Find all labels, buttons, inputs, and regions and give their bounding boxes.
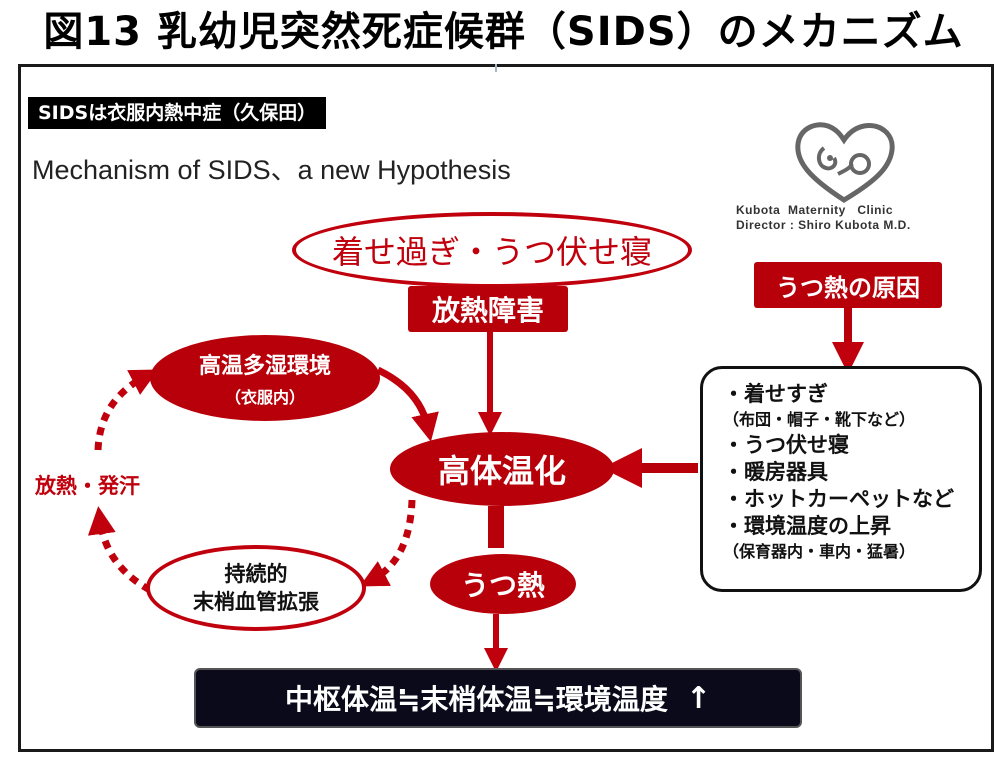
page-title: 図13 乳幼児突然死症候群（SIDS）のメカニズム	[43, 9, 964, 55]
diagram-frame	[18, 64, 994, 752]
clinic-credit: Kubota Maternity Clinic Director : Shiro…	[736, 203, 986, 233]
causes-box: ・着せすぎ （布団・帽子・靴下など） ・うつ伏せ寝 ・暖房器具 ・ホットカーペッ…	[700, 366, 982, 592]
cause-note: （保育器内・車内・猛暑）	[723, 542, 916, 561]
node-hot-humid-env: 高温多湿環境 （衣服内）	[150, 335, 380, 421]
node-vaso-line2: 末梢血管拡張	[193, 590, 319, 614]
diagram-subtitle: Mechanism of SIDS、a new Hypothesis	[32, 155, 511, 185]
arrow-env-to-high	[376, 366, 439, 442]
result-bar: 中枢体温≒末梢体温≒環境温度 ↑	[194, 668, 802, 728]
node-block-label: 放熱障害	[431, 294, 544, 327]
cause-item: ・暖房器具	[723, 460, 828, 484]
frame-tick	[495, 64, 497, 72]
header-tag: SIDSは衣服内熱中症（久保田）	[28, 97, 327, 129]
node-env-label: 高温多湿環境	[198, 354, 331, 379]
cause-note: （布団・帽子・靴下など）	[723, 410, 916, 429]
node-env-sublabel: （衣服内）	[224, 388, 305, 407]
side-label-heat-release: 放熱・発汗	[35, 474, 140, 498]
node-heat-retention: うつ熱	[430, 554, 576, 614]
node-cause-label: うつ熱の原因	[776, 273, 920, 302]
node-hyper-label: うつ熱	[460, 569, 545, 602]
node-high-label: 高体温化	[437, 452, 566, 490]
clinic-name: Kubota Maternity Clinic	[736, 203, 894, 217]
result-text: 中枢体温≒末梢体温≒環境温度	[284, 683, 668, 716]
clinic-director: Director : Shiro Kubota M.D.	[736, 218, 911, 232]
cause-item: ・環境温度の上昇	[723, 514, 891, 538]
cause-item: ・ホットカーペットなど	[723, 487, 954, 511]
arrow-vaso-to-side	[87, 506, 152, 594]
cause-item: ・うつ伏せ寝	[723, 433, 849, 457]
node-hyperthermia-rise: 高体温化	[390, 432, 614, 506]
up-arrow-icon: ↑	[685, 680, 712, 716]
arrow-high-to-vaso	[359, 499, 416, 587]
node-cause-header: うつ熱の原因	[754, 262, 942, 308]
node-vasodilation: 持続的 末梢血管拡張	[146, 545, 366, 631]
heart-with-baby-icon	[795, 122, 895, 203]
node-vaso-line1: 持続的	[224, 562, 288, 586]
node-heat-dissipation-failure: 放熱障害	[408, 286, 568, 332]
node-overdressing-label: 着せ過ぎ・うつ伏せ寝	[331, 233, 652, 271]
arrow-side-to-env	[94, 369, 159, 451]
node-overdressing-prone: 着せ過ぎ・うつ伏せ寝	[292, 212, 692, 288]
cause-item: ・着せすぎ	[723, 382, 828, 406]
